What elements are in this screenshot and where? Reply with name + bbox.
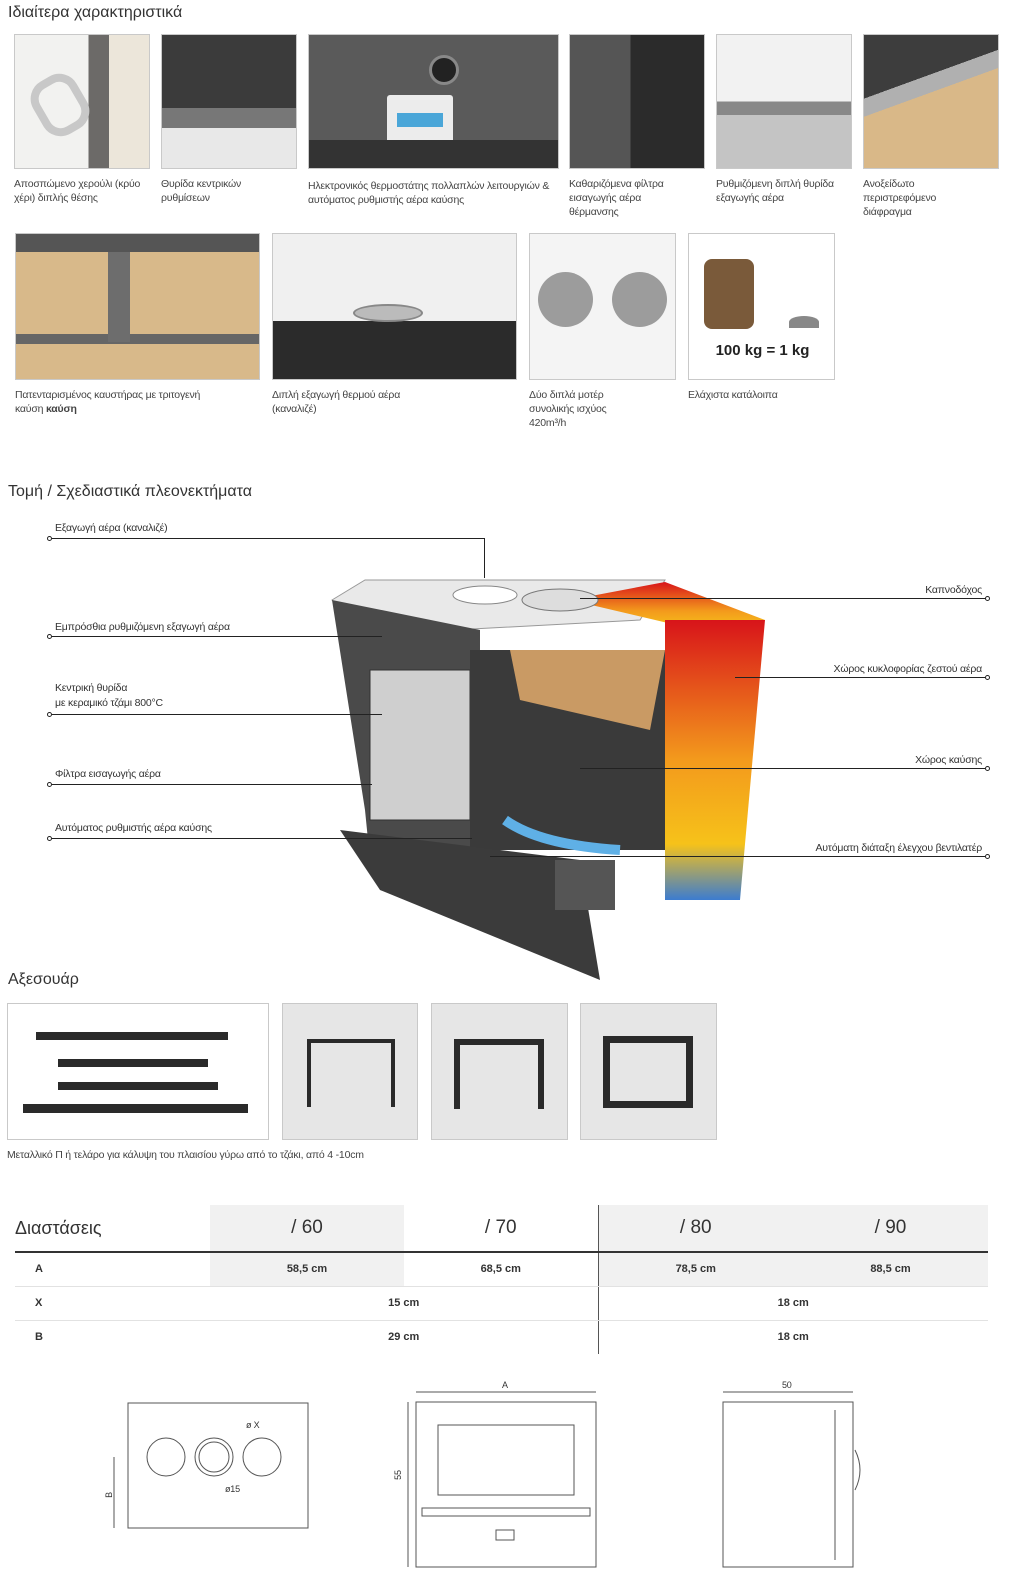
- feature-image-burner: [15, 233, 260, 380]
- cell: 78,5 cm: [597, 1252, 793, 1287]
- feature-caption: Πατενταρισμένος καυστήρας με τριτογενή κ…: [15, 389, 201, 415]
- dim-label-55: 55: [392, 1470, 403, 1480]
- column-header: / 90: [793, 1205, 988, 1253]
- column-header: / 60: [210, 1205, 404, 1253]
- dimensions-title: Διαστάσεις: [15, 1205, 210, 1253]
- feature-caption: Ρυθμιζόμενη διπλή θυρίδα εξαγωγής αέρα: [716, 178, 834, 204]
- callout-central-door: Κεντρική θυρίδα: [55, 682, 128, 694]
- feature-image-handle: [14, 34, 150, 169]
- dimensions-table: Διαστάσεις / 60 / 70 / 80 / 90 A 58,5 cm…: [15, 1205, 988, 1354]
- callout-hot-air-circulation: Χώρος κυκλοφορίας ζεστού αέρα: [833, 663, 983, 675]
- callout-combustion-chamber: Χώρος καύσης: [915, 754, 982, 766]
- row-label: X: [15, 1286, 210, 1321]
- dim-label-b: B: [103, 1492, 114, 1498]
- top-view-drawing: [113, 1402, 309, 1529]
- cell: 58,5 cm: [210, 1252, 404, 1287]
- feature-caption: Θυρίδα κεντρικών ρυθμίσεων: [161, 178, 242, 204]
- callout-ceramic-glass: με κεραμικό τζάμι 800°C: [55, 697, 163, 709]
- dim-label-diameter-15: ø15: [225, 1484, 240, 1494]
- table-row: A 58,5 cm 68,5 cm 78,5 cm 88,5 cm: [15, 1252, 988, 1287]
- table-row: X 15 cm 18 cm: [15, 1286, 988, 1321]
- feature-image-filter: [569, 34, 705, 169]
- feature-caption: Ελάχιστα κατάλοιπα: [688, 389, 778, 401]
- accessory-image-frame-full: [580, 1003, 717, 1140]
- row-label: A: [15, 1252, 210, 1287]
- accessories-title: Αξεσουάρ: [8, 971, 79, 988]
- cell: 88,5 cm: [793, 1252, 988, 1287]
- feature-image-damper: [716, 34, 852, 169]
- feature-image-double-outlet: [272, 233, 517, 380]
- callout-front-air-outlet: Εμπρόσθια ρυθμιζόμενη εξαγωγή αέρα: [55, 621, 230, 633]
- feature-caption: Διπλή εξαγωγή θερμού αέρα (καναλιζέ): [272, 389, 401, 415]
- callout-fan-control: Αυτόματη διάταξη έλεγχου βεντιλατέρ: [815, 842, 982, 854]
- feature-image-residue: 100 kg = 1 kg: [688, 233, 835, 380]
- dim-label-diameter-x: ø X: [246, 1420, 260, 1430]
- side-view-drawing: [722, 1391, 861, 1568]
- cell: 15 cm: [210, 1286, 598, 1321]
- cell: 18 cm: [597, 1320, 988, 1354]
- accessories-caption: Μεταλλικό Π ή τελάρο για κάλυψη του πλαι…: [7, 1149, 364, 1161]
- feature-caption: Αποσπώμενο χερούλι (κρύο χέρι) διπλής θέ…: [14, 178, 141, 204]
- cell: 29 cm: [388, 1331, 420, 1344]
- feature-caption: Δύο διπλά μοτέρ συνολικής ισχύος 420m³/h: [529, 389, 607, 429]
- feature-caption: Καθαριζόμενα φίλτρα εισαγωγής αέρα θέρμα…: [569, 178, 664, 218]
- feature-image-motors: [529, 233, 676, 380]
- feature-image-thermostat: [308, 34, 559, 169]
- callout-air-outlet-ducted: Εξαγωγή αέρα (καναλιζέ): [55, 522, 168, 534]
- accessory-image-parts: [7, 1003, 269, 1140]
- row-label: B: [35, 1331, 43, 1344]
- residue-ratio-text: 100 kg = 1 kg: [715, 342, 810, 359]
- callout-auto-air-regulator: Αυτόματος ρυθμιστής αέρα καύσης: [55, 822, 212, 834]
- features-title: Ιδιαίτερα χαρακτηριστικά: [8, 4, 183, 21]
- dim-label-50: 50: [782, 1380, 792, 1390]
- stove-cutaway-illustration: [331, 579, 765, 980]
- callout-air-intake-filters: Φίλτρα εισαγωγής αέρα: [55, 768, 161, 780]
- cell: 68,5 cm: [404, 1252, 598, 1287]
- cell: 18 cm: [597, 1286, 988, 1321]
- front-view-drawing: [407, 1391, 597, 1568]
- callout-chimney: Καπνοδόχος: [925, 584, 982, 596]
- column-header: / 80: [597, 1205, 793, 1253]
- table-row: B 29 cm 18 cm: [15, 1320, 988, 1354]
- column-header: / 70: [404, 1205, 598, 1253]
- feature-image-diaphragm: [863, 34, 999, 169]
- dim-label-a: A: [502, 1380, 508, 1390]
- accessory-image-frame-p-wide: [282, 1003, 418, 1140]
- accessory-image-frame-p: [431, 1003, 568, 1140]
- section-title: Τομή / Σχεδιαστικά πλεονεκτήματα: [8, 483, 252, 500]
- feature-caption: Ανοξείδωτο περιστρεφόμενο διάφραγμα: [863, 178, 937, 218]
- feature-caption: Ηλεκτρονικός θερμοστάτης πολλαπλών λειτο…: [308, 180, 550, 206]
- feature-image-hatch: [161, 34, 297, 169]
